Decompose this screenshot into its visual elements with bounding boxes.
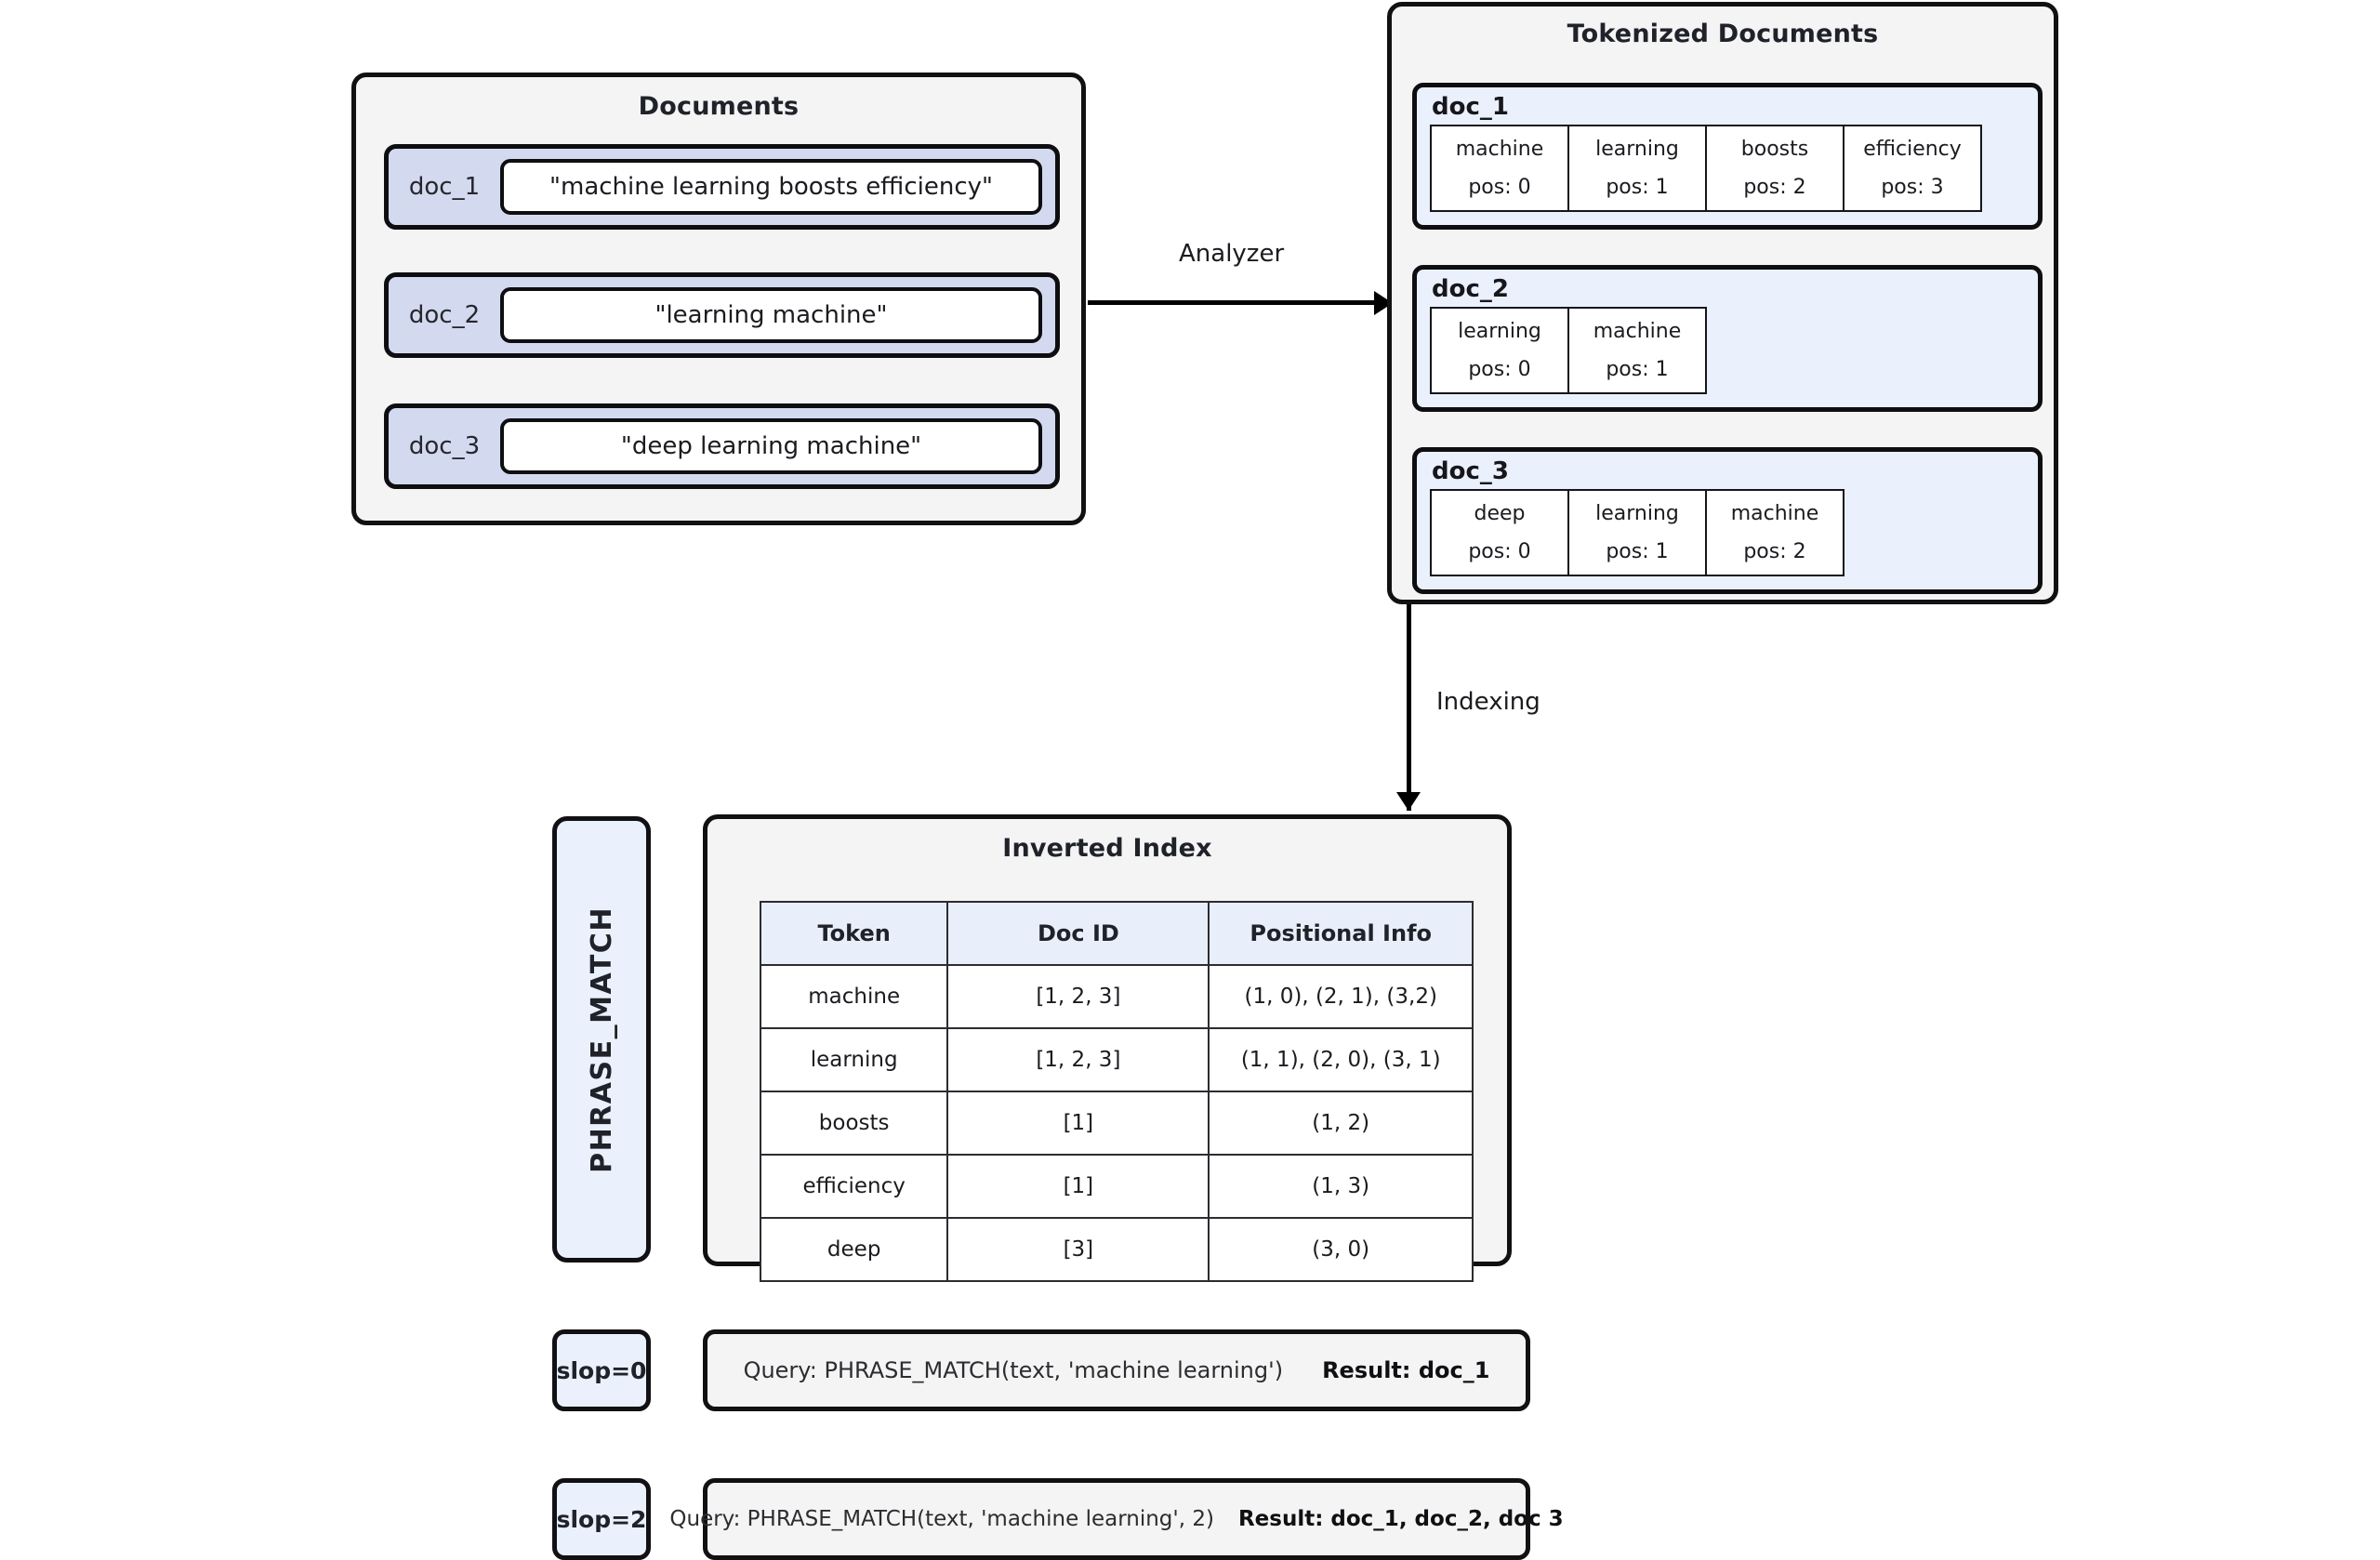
token-term: machine [1593, 320, 1682, 343]
token-cell: machine pos: 2 [1705, 489, 1844, 576]
token-cell: machine pos: 0 [1430, 125, 1569, 212]
cell-token: deep [759, 1217, 949, 1282]
slop-badge: slop=2 [552, 1478, 651, 1560]
column-header-doc-id: Doc ID [946, 901, 1210, 966]
token-term: machine [1730, 502, 1819, 525]
tokenized-doc-card: doc_1 machine pos: 0 learning pos: 1 boo… [1412, 83, 2043, 230]
inverted-index-title: Inverted Index [1002, 834, 1212, 863]
token-row: machine pos: 0 learning pos: 1 boosts po… [1430, 125, 2025, 212]
analyzer-arrow-line [1088, 300, 1376, 305]
table-row: learning [1, 2, 3] (1, 1), (2, 0), (3, 1… [759, 1027, 1474, 1092]
cell-positions: (1, 0), (2, 1), (3,2) [1208, 964, 1474, 1029]
token-term: learning [1595, 502, 1679, 525]
query-example-box: Query: PHRASE_MATCH(text, 'machine learn… [669, 1478, 1564, 1560]
token-position: pos: 3 [1881, 176, 1944, 199]
tokenized-panel-title: Tokenized Documents [1567, 20, 1879, 48]
document-row[interactable]: doc_1 "machine learning boosts efficienc… [384, 144, 1060, 230]
cell-doc-id: [1, 2, 3] [946, 1027, 1210, 1092]
analyzer-arrow-label: Analyzer [1179, 240, 1285, 268]
documents-panel-title: Documents [638, 92, 800, 121]
tokenized-doc-id-label: doc_3 [1432, 457, 1509, 485]
document-row[interactable]: doc_3 "deep learning machine" [384, 403, 1060, 489]
token-position: pos: 2 [1743, 540, 1806, 563]
token-position: pos: 1 [1606, 540, 1669, 563]
token-term: efficiency [1863, 138, 1962, 161]
indexing-arrow-label: Indexing [1436, 688, 1540, 716]
query-example-box: Query: PHRASE_MATCH(text, 'machine learn… [703, 1329, 1530, 1411]
token-position: pos: 1 [1606, 176, 1669, 199]
token-row: learning pos: 0 machine pos: 1 [1430, 307, 2025, 394]
token-term: machine [1455, 138, 1544, 161]
documents-panel: Documents doc_1 "machine learning boosts… [351, 73, 1086, 525]
query-text: Query: PHRASE_MATCH(text, 'machine learn… [669, 1507, 1214, 1531]
token-term: learning [1595, 138, 1679, 161]
table-row: machine [1, 2, 3] (1, 0), (2, 1), (3,2) [759, 964, 1474, 1029]
document-id-label: doc_2 [408, 301, 481, 329]
cell-doc-id: [1] [946, 1091, 1210, 1156]
column-header-token: Token [759, 901, 949, 966]
inverted-index-table: Token Doc ID Positional Info machine [1,… [759, 901, 1474, 1282]
indexing-arrow-head-icon [1396, 792, 1421, 811]
query-text: Query: PHRASE_MATCH(text, 'machine learn… [743, 1357, 1284, 1383]
token-cell: machine pos: 1 [1567, 307, 1707, 394]
query-result: Result: doc_1 [1322, 1357, 1490, 1383]
token-cell: efficiency pos: 3 [1843, 125, 1982, 212]
tokenized-doc-id-label: doc_2 [1432, 275, 1509, 303]
phrase-match-label: PHRASE_MATCH [585, 906, 618, 1173]
cell-doc-id: [3] [946, 1217, 1210, 1282]
table-row: efficiency [1] (1, 3) [759, 1154, 1474, 1219]
token-term: deep [1474, 502, 1526, 525]
token-term: boosts [1740, 138, 1809, 161]
token-position: pos: 0 [1468, 176, 1531, 199]
tokenized-documents-panel: Tokenized Documents doc_1 machine pos: 0… [1387, 2, 2058, 604]
cell-positions: (1, 2) [1208, 1091, 1474, 1156]
token-position: pos: 2 [1743, 176, 1806, 199]
slop-badge: slop=0 [552, 1329, 651, 1411]
query-result: Result: doc_1, doc_2, doc 3 [1237, 1507, 1564, 1531]
cell-positions: (1, 3) [1208, 1154, 1474, 1219]
token-cell: deep pos: 0 [1430, 489, 1569, 576]
token-row: deep pos: 0 learning pos: 1 machine pos:… [1430, 489, 2025, 576]
token-position: pos: 0 [1468, 358, 1531, 381]
token-term: learning [1458, 320, 1541, 343]
cell-positions: (3, 0) [1208, 1217, 1474, 1282]
token-cell: learning pos: 1 [1567, 125, 1707, 212]
token-cell: learning pos: 1 [1567, 489, 1707, 576]
token-cell: boosts pos: 2 [1705, 125, 1844, 212]
tokenized-doc-card: doc_3 deep pos: 0 learning pos: 1 machin… [1412, 447, 2043, 594]
document-row[interactable]: doc_2 "learning machine" [384, 272, 1060, 358]
cell-positions: (1, 1), (2, 0), (3, 1) [1208, 1027, 1474, 1092]
document-text-field: "deep learning machine" [500, 418, 1042, 474]
table-header-row: Token Doc ID Positional Info [759, 901, 1474, 966]
column-header-positional: Positional Info [1208, 901, 1474, 966]
document-text-field: "machine learning boosts efficiency" [500, 159, 1042, 215]
cell-token: learning [759, 1027, 949, 1092]
table-row: boosts [1] (1, 2) [759, 1091, 1474, 1156]
token-position: pos: 1 [1606, 358, 1669, 381]
tokenized-doc-card: doc_2 learning pos: 0 machine pos: 1 [1412, 265, 2043, 412]
table-row: deep [3] (3, 0) [759, 1217, 1474, 1282]
cell-token: boosts [759, 1091, 949, 1156]
token-position: pos: 0 [1468, 540, 1531, 563]
cell-token: machine [759, 964, 949, 1029]
cell-doc-id: [1, 2, 3] [946, 964, 1210, 1029]
cell-token: efficiency [759, 1154, 949, 1219]
document-id-label: doc_3 [408, 432, 481, 460]
document-text-field: "learning machine" [500, 287, 1042, 343]
indexing-arrow-line [1407, 604, 1411, 811]
inverted-index-panel: Inverted Index Token Doc ID Positional I… [703, 814, 1512, 1282]
phrase-match-label-bar: PHRASE_MATCH [552, 816, 651, 1263]
tokenized-doc-id-label: doc_1 [1432, 93, 1509, 121]
token-cell: learning pos: 0 [1430, 307, 1569, 394]
document-id-label: doc_1 [408, 173, 481, 201]
cell-doc-id: [1] [946, 1154, 1210, 1219]
